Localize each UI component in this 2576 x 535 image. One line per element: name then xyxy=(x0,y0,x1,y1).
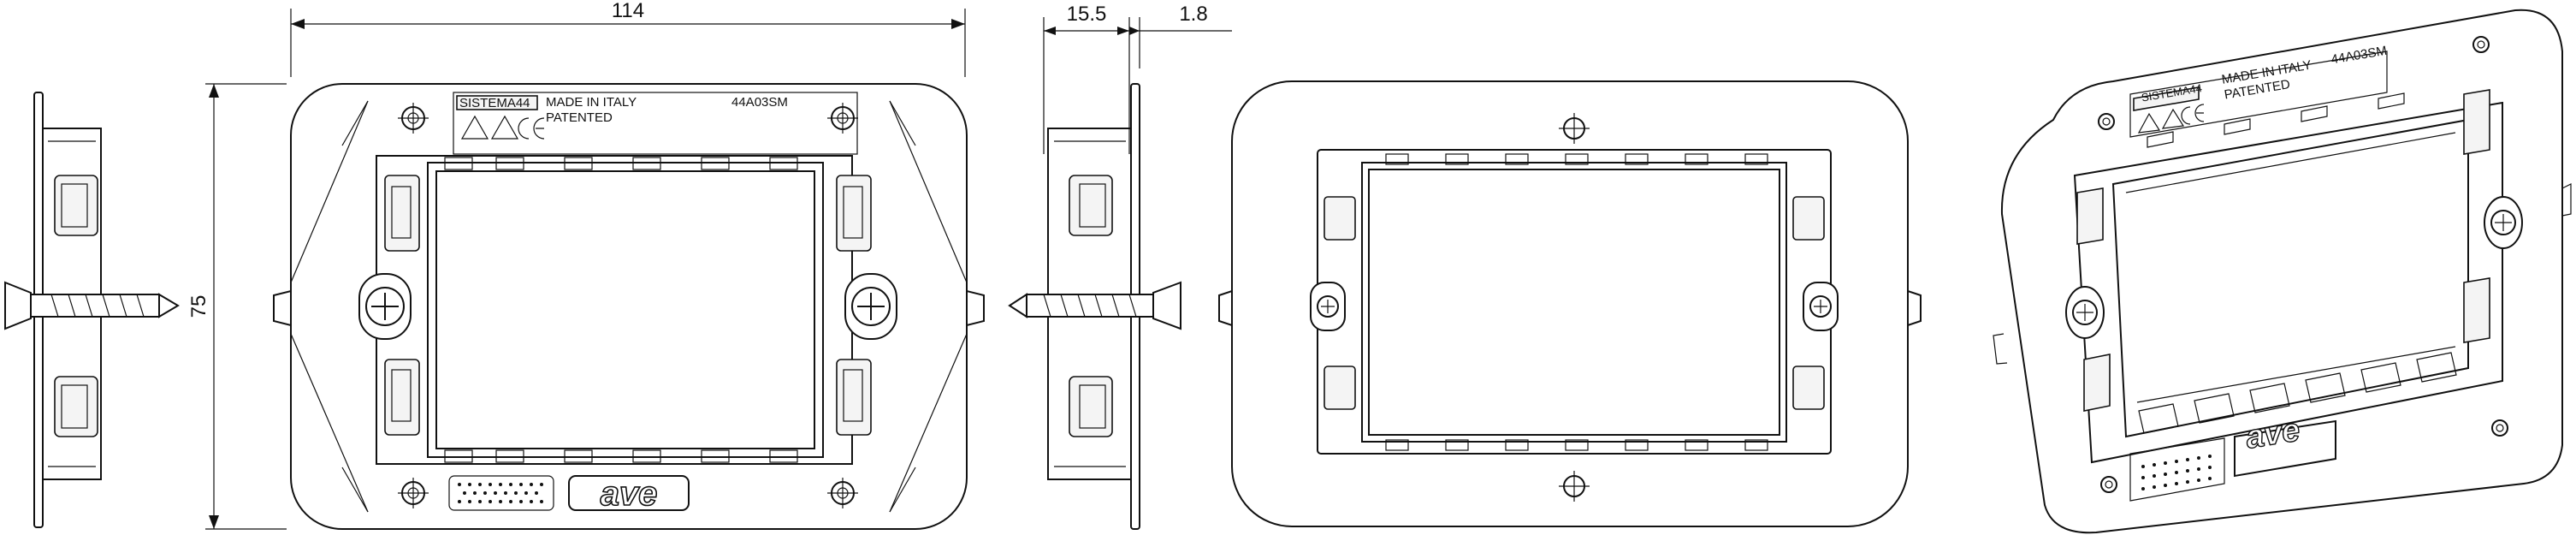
speaker-grille xyxy=(448,475,554,511)
ce-mark-icon xyxy=(2181,104,2205,125)
dimension-depth-label: 15.5 xyxy=(1067,3,1107,26)
dimension-thickness-label: 1.8 xyxy=(1179,3,1207,26)
dimension-height-label: 75 xyxy=(187,295,210,318)
perspective-view xyxy=(1993,9,2572,534)
screw-icon xyxy=(358,273,897,340)
dimension-height: 75 xyxy=(187,83,287,530)
frame-teeth xyxy=(2138,92,2457,434)
tuv-mark-icon xyxy=(2137,108,2185,134)
ce-mark-icon xyxy=(518,117,545,140)
screw-icon xyxy=(1008,281,1181,330)
dimension-width: 114 xyxy=(290,0,966,77)
frame-teeth xyxy=(1385,153,1768,451)
side-view-right: 15.5 1.8 xyxy=(1008,3,1232,530)
mounting-hole-icon xyxy=(398,103,858,508)
tuv-mark-icon xyxy=(460,115,519,140)
rear-view xyxy=(1218,80,1922,527)
side-view-left xyxy=(4,92,180,528)
frame-teeth xyxy=(444,157,798,463)
perspective-speaker-grille xyxy=(2129,437,2225,502)
dimension-depth: 15.5 xyxy=(1043,3,1130,154)
screw-icon xyxy=(2065,196,2523,339)
screw-icon xyxy=(1310,282,1839,331)
patented-label: PATENTED xyxy=(546,110,613,125)
system-label: SISTEMA44 xyxy=(459,96,530,110)
perspective-system-label: SISTEMA44 xyxy=(2140,81,2203,104)
perspective-code-label: 44A03SM xyxy=(2330,43,2389,68)
dimension-width-label: 114 xyxy=(612,0,644,22)
front-view: 114 75 SISTEMA44 xyxy=(187,0,985,530)
brand-logo: ave xyxy=(601,475,658,513)
code-label: 44A03SM xyxy=(731,95,788,110)
made-in-label: MADE IN ITALY xyxy=(546,95,637,110)
mounting-hole-icon xyxy=(2098,36,2508,493)
system-badge xyxy=(456,95,538,110)
mounting-hole-icon xyxy=(1559,113,1590,502)
dimension-thickness: 1.8 xyxy=(1129,3,1232,68)
screw-icon xyxy=(4,281,180,330)
